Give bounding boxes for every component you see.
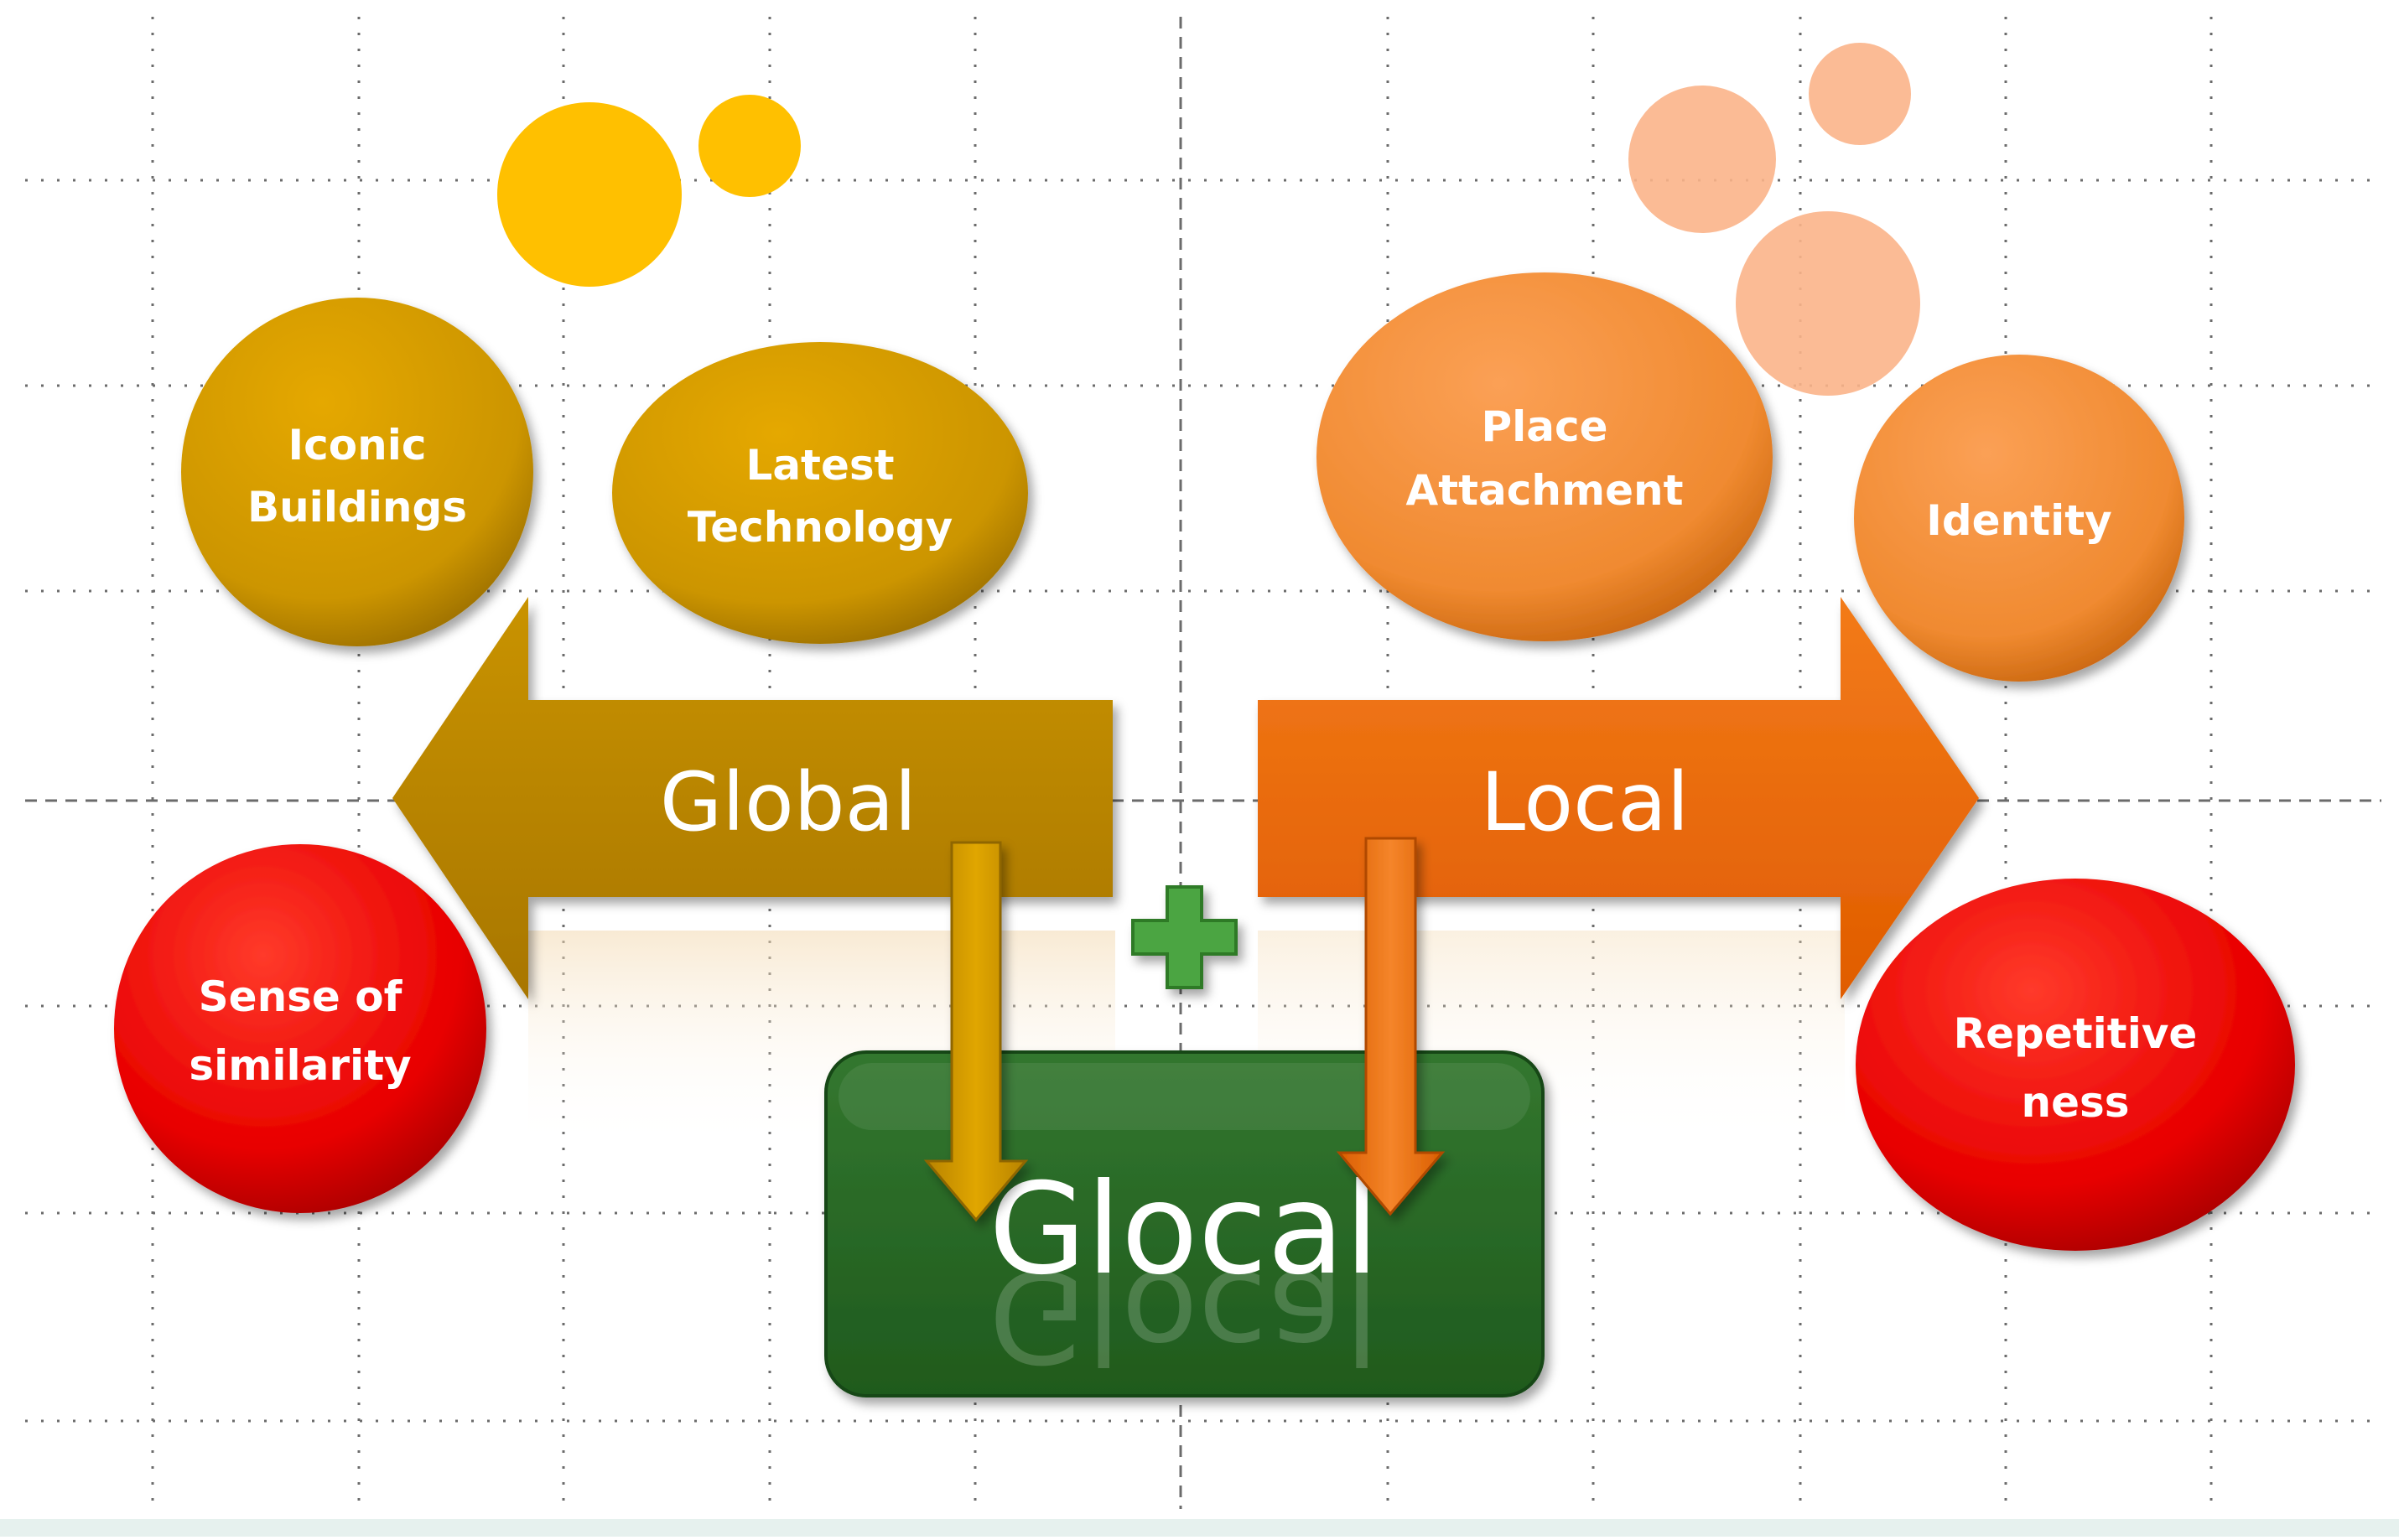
- bubble-repetitiveness-line2: ness: [2021, 1078, 2129, 1127]
- bubble-identity-line1: Identity: [1926, 496, 2111, 545]
- bubble-sense-of-similarity-line2: similarity: [189, 1041, 411, 1090]
- local-down-arrow: [1336, 837, 1446, 1216]
- bubble-sense-of-similarity: [114, 844, 486, 1213]
- bubble-iconic-buildings: [181, 298, 533, 646]
- bubble-repetitiveness: [1856, 879, 2295, 1251]
- local-arrow: [1258, 597, 1979, 999]
- bubble-latest-technology-line1: Latest: [745, 441, 894, 490]
- bubble-place-attachment-line1: Place: [1481, 402, 1607, 451]
- bubble-place-attachment: [1316, 272, 1773, 641]
- decorative-dots: [497, 43, 1920, 396]
- glocal-label: Glocal: [989, 1157, 1379, 1303]
- bubble-repetitiveness-line1: Repetitive: [1954, 1009, 2198, 1058]
- bubble-latest-technology: [612, 342, 1028, 644]
- bubble-place-attachment-line2: Attachment: [1406, 466, 1684, 515]
- local-arrow-label: Local: [1481, 755, 1690, 849]
- bubble-identity: [1854, 355, 2184, 682]
- bubble-latest-technology-line2: Technology: [688, 503, 953, 552]
- bubble-sense-of-similarity-line1: Sense of: [199, 972, 403, 1021]
- global-arrow: [392, 597, 1113, 999]
- bottom-strip: [0, 1519, 2399, 1537]
- glocal-box: [824, 1050, 1545, 1397]
- bubble-iconic-buildings-line1: Iconic: [288, 421, 427, 469]
- global-arrow-label: Global: [660, 755, 917, 849]
- global-down-arrow: [923, 841, 1029, 1222]
- glocal-label-reflection: Glocal: [989, 1242, 1379, 1388]
- bubble-iconic-buildings-line2: Buildings: [247, 483, 467, 531]
- plus-icon: [1131, 885, 1238, 989]
